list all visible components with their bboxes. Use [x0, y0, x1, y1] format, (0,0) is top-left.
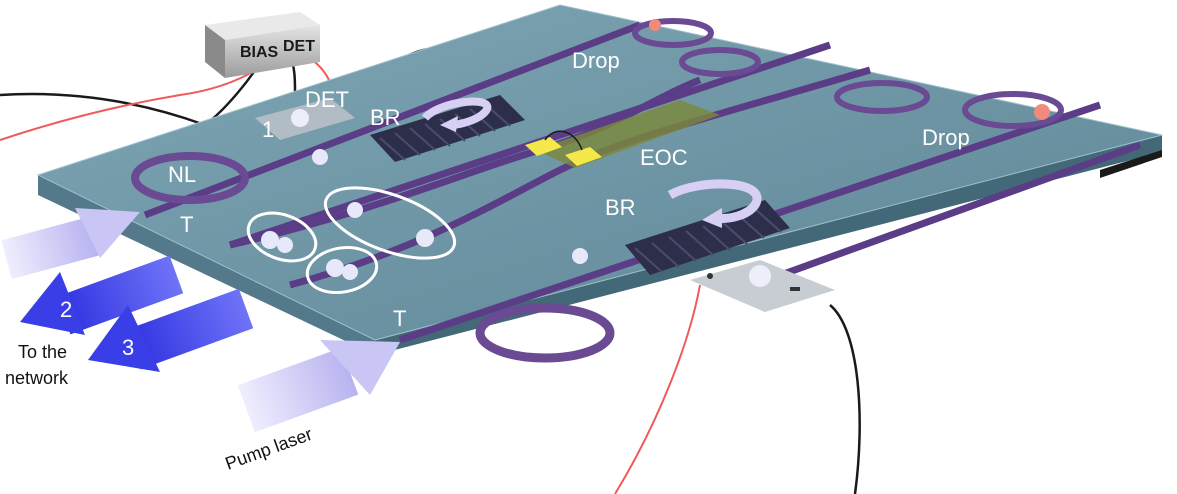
drop-label-top: Drop [572, 48, 620, 73]
to-network-line2: network [5, 368, 69, 388]
detector-pad-top [255, 98, 355, 140]
port-4-label: 4 [825, 257, 837, 282]
highlight-ellipses [246, 186, 457, 295]
bragg-reflector-bottom [625, 179, 790, 275]
ring-middle [679, 47, 761, 77]
eoc-label: EOC [640, 145, 688, 170]
output-arrow-3 [88, 288, 254, 372]
edge-detail [1100, 150, 1162, 178]
drop-marker-top [649, 19, 661, 31]
pump-arrow-left [1, 208, 140, 279]
t-label-left: T [180, 212, 193, 237]
ring-nl-bottom [475, 303, 615, 363]
det-label-top: DET [305, 87, 349, 112]
pump-arrow-bottom [237, 340, 400, 433]
br-label-top: BR [370, 105, 401, 130]
coupler-beads [261, 149, 588, 280]
bias-det-box [205, 12, 320, 78]
drop-label-right: Drop [922, 125, 970, 150]
t-label-bottom: T [393, 306, 406, 331]
drop-marker-right [1034, 104, 1050, 120]
det-box-label: DET [283, 38, 315, 55]
port-2-label: 2 [60, 297, 72, 322]
rings [131, 18, 1064, 363]
nl-label-left: NL [168, 162, 196, 187]
ring-right [834, 80, 930, 114]
br-label-bottom: BR [605, 195, 636, 220]
port-1-label: 1 [262, 117, 274, 142]
eoc-modulator [525, 100, 720, 168]
ring-nl-left [131, 152, 249, 204]
pump-laser-label: Pump laser [223, 424, 315, 474]
ring-drop-top [632, 18, 714, 48]
ring-drop-right [962, 91, 1064, 129]
output-arrow-2 [20, 255, 184, 335]
detector-pad-bottom [690, 260, 835, 312]
bias-label: BIAS [240, 44, 279, 61]
nl-label-bottom: NL [522, 325, 550, 350]
to-network-line1: To the [18, 342, 67, 362]
det-label-bottom: DET [715, 310, 759, 335]
bragg-reflector-top [370, 95, 525, 162]
port-3-label: 3 [122, 335, 134, 360]
